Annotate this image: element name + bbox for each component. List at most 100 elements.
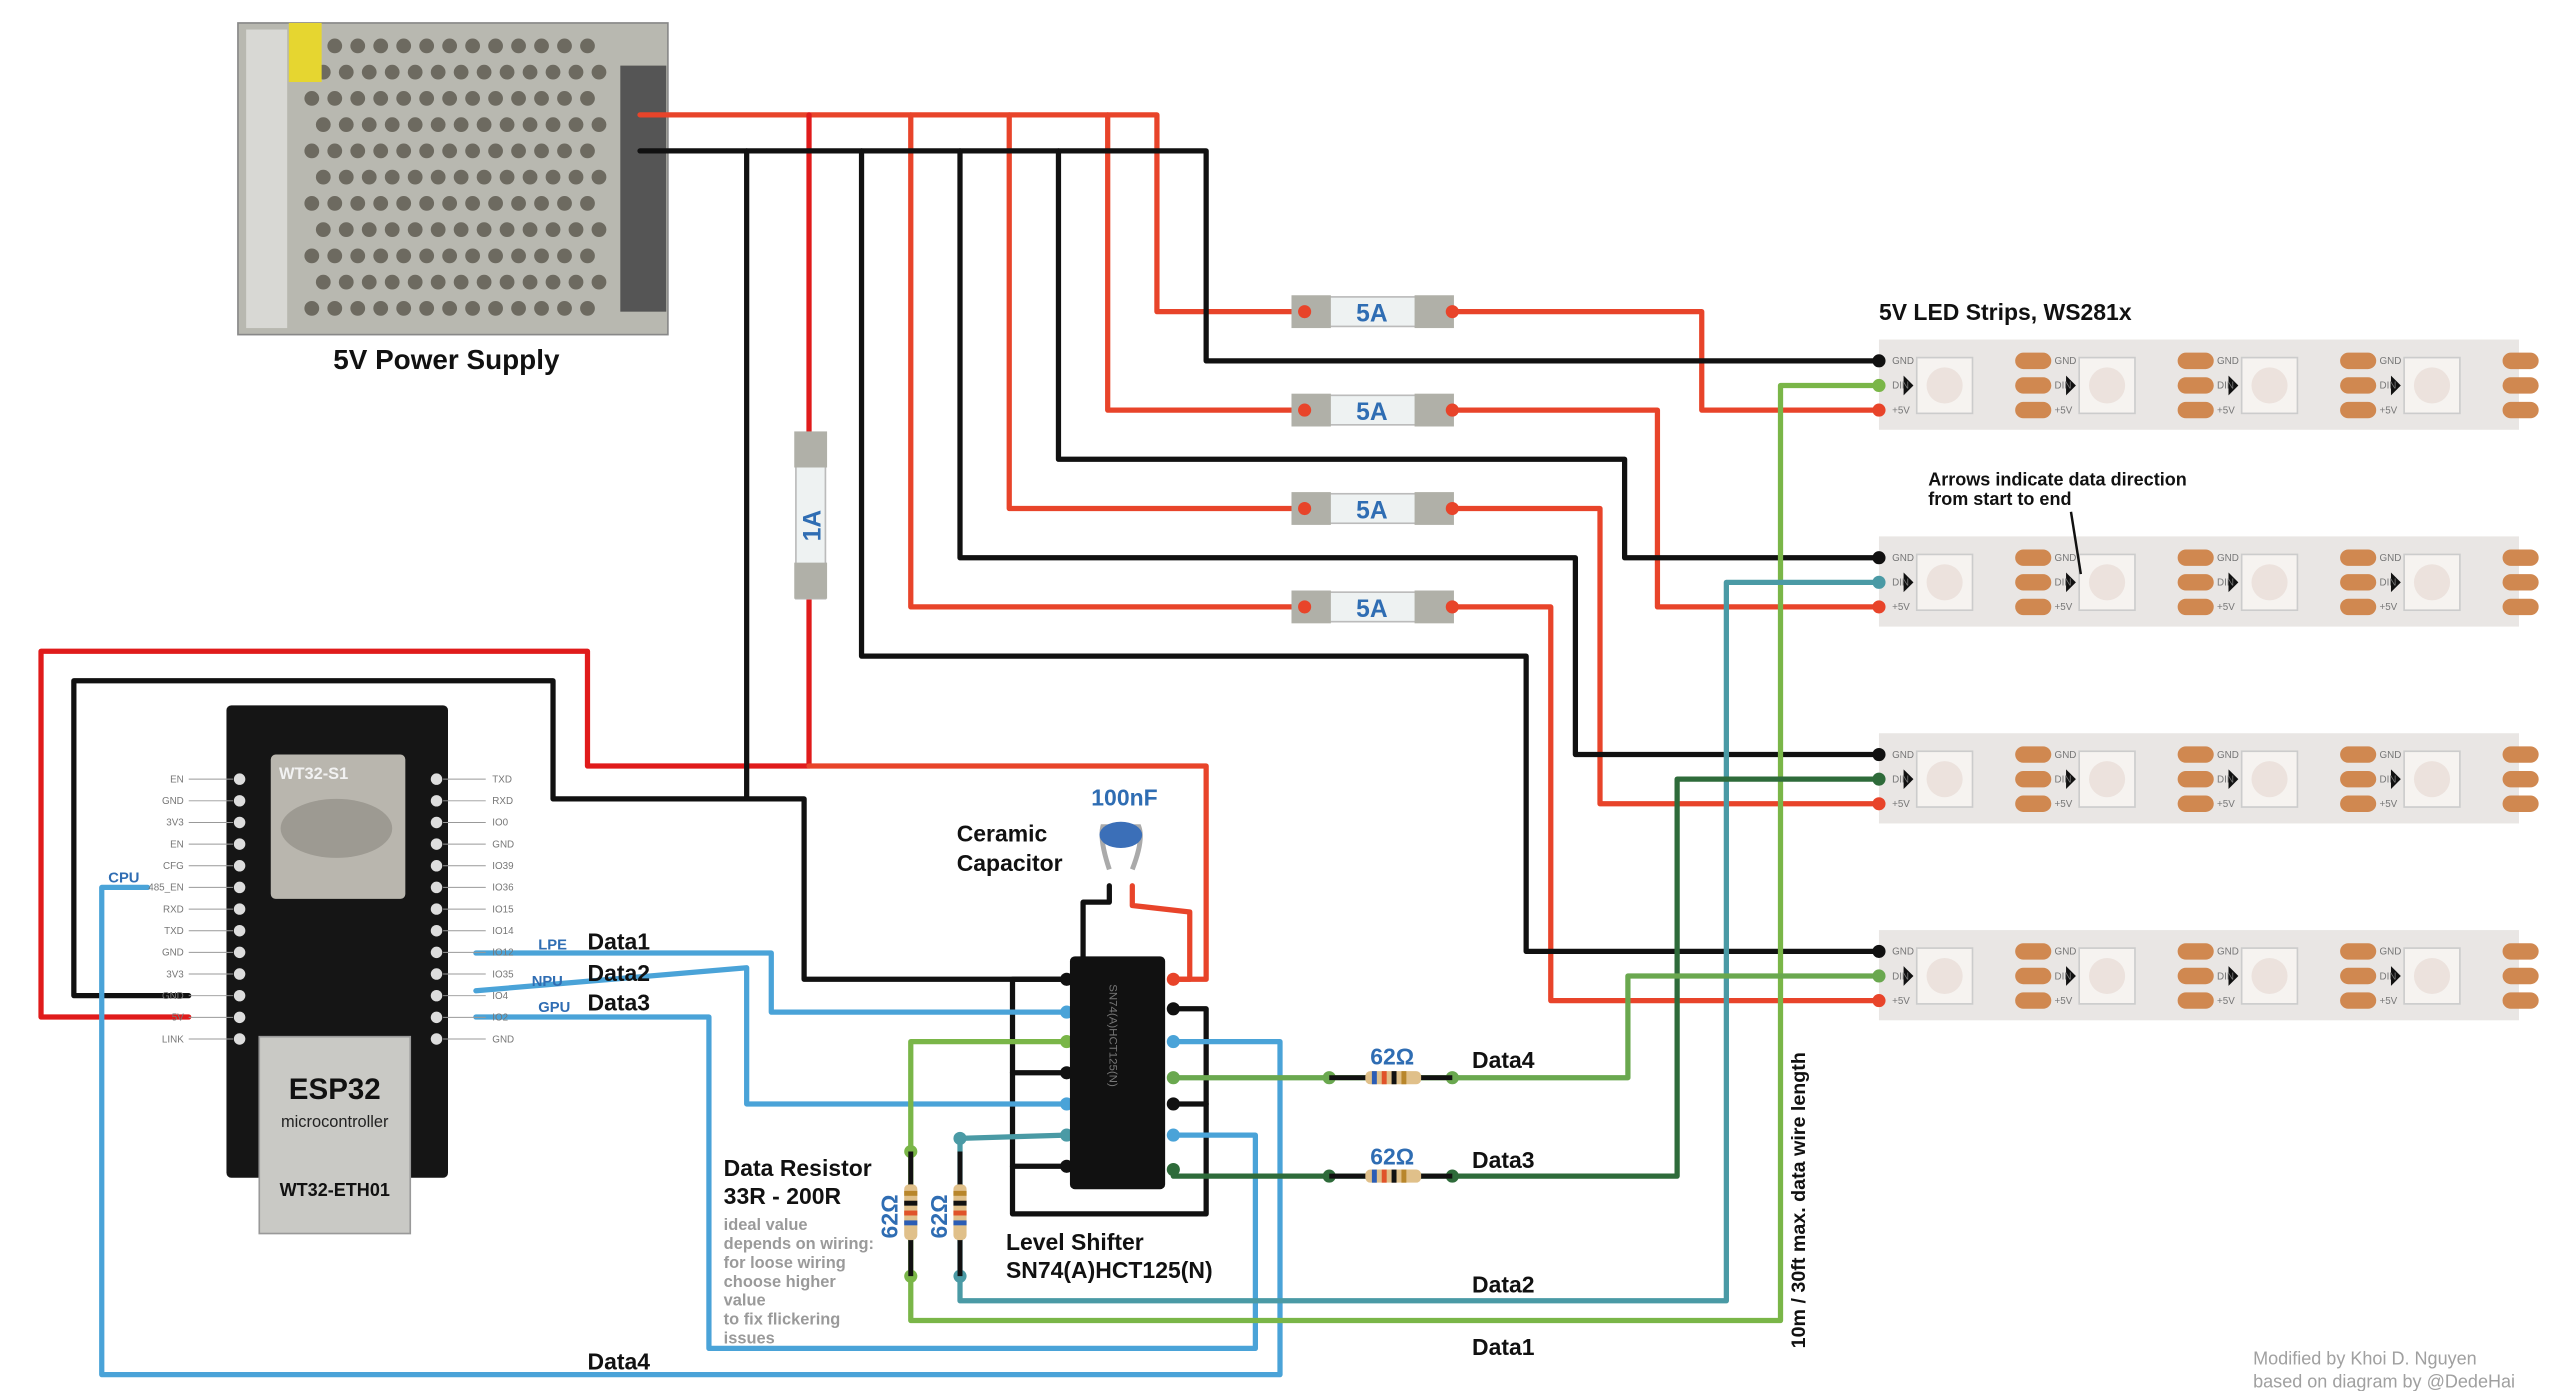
psu-vent-hole xyxy=(545,117,561,133)
psu-vent-hole xyxy=(327,38,343,54)
solder-pad xyxy=(2015,795,2052,812)
esp-left-pin-label: EN xyxy=(170,774,184,785)
psu-vent-hole xyxy=(488,91,503,106)
power-wire-capacitor xyxy=(1129,883,1193,982)
psu-vent-hole xyxy=(327,248,343,264)
resistor-note-line: value xyxy=(724,1292,766,1310)
esp32-subtitle: microcontroller xyxy=(281,1113,389,1131)
esp-right-pin-label: IO39 xyxy=(492,861,513,872)
psu-vent-hole xyxy=(384,169,400,185)
resistor-band xyxy=(904,1220,918,1226)
solder-pad xyxy=(2502,401,2539,419)
psu-vent-hole xyxy=(476,117,492,133)
solder-pad xyxy=(2502,352,2539,370)
level-shifter-ic: SN74(A)HCT125(N) xyxy=(1069,956,1166,1190)
wire-junction xyxy=(1322,1071,1336,1085)
resistor-note-line: ideal value xyxy=(724,1216,808,1234)
psu-vent-hole xyxy=(350,91,366,106)
psu-vent-hole xyxy=(511,301,526,316)
header-pin xyxy=(233,924,246,937)
fuse-cap xyxy=(794,562,828,599)
pad-label-din: DIN xyxy=(1892,774,1909,785)
pad-label-gnd: GND xyxy=(2379,947,2401,958)
solder-pad xyxy=(2340,352,2377,370)
esp-left-pin-label: LINK xyxy=(162,1034,184,1045)
wire-junction xyxy=(1166,1002,1180,1016)
esp-right-pin-label: GND xyxy=(492,839,514,850)
psu-vent-hole xyxy=(373,248,389,264)
led-lens xyxy=(2089,367,2126,404)
ground-wire-strip1 xyxy=(637,148,1882,364)
resistor-band xyxy=(904,1210,918,1216)
esp-left-pin-label: GND xyxy=(162,991,184,1002)
solder-pad xyxy=(2340,598,2377,616)
psu-vent-hole xyxy=(453,117,469,133)
psu-vent-hole xyxy=(373,301,389,316)
power-terminal xyxy=(1872,600,1886,614)
out-data1-wire xyxy=(908,382,1882,1324)
psu-vent-hole xyxy=(522,117,538,133)
pad-label-din: DIN xyxy=(2379,774,2396,785)
psu-vent-hole xyxy=(499,117,515,133)
fuse-1a-logic: 1A xyxy=(794,431,828,600)
psu-vent-hole xyxy=(442,248,458,264)
esp-data4-wire xyxy=(99,884,1283,1378)
pad-label-din: DIN xyxy=(2217,971,2234,982)
pad-label-gnd: GND xyxy=(1892,947,1914,958)
resistor-band xyxy=(953,1210,967,1216)
led-lens xyxy=(2089,957,2126,995)
data-direction-arrow-icon xyxy=(2066,572,2076,593)
psu-vent-hole xyxy=(442,196,458,211)
psu-vent-hole xyxy=(407,64,423,80)
capacitor-label1: Ceramic xyxy=(957,820,1048,846)
pad-label-gnd: GND xyxy=(2055,553,2077,564)
wire-junction xyxy=(1166,1162,1180,1177)
resistor-band xyxy=(1401,1071,1407,1085)
header-pin xyxy=(233,946,246,959)
resistor-note-line: depends on wiring: xyxy=(724,1235,874,1253)
solder-pad xyxy=(2177,598,2214,616)
resistor-band xyxy=(1401,1169,1407,1183)
solder-pad xyxy=(2340,401,2377,419)
psu-vent-hole xyxy=(511,143,526,159)
pad-label-din: DIN xyxy=(2055,774,2072,785)
psu-vent-hole xyxy=(580,91,595,106)
credit-line1: Modified by Khoi D. Nguyen xyxy=(2253,1349,2477,1369)
pad-label-din: DIN xyxy=(2379,381,2396,392)
led-strips-title: 5V LED Strips, WS281x xyxy=(1879,299,2132,325)
psu-vent-hole xyxy=(338,117,354,133)
data-resistor-title2: 33R - 200R xyxy=(724,1183,842,1209)
esp-left-pin-label: CFG xyxy=(163,861,184,872)
psu-vent-hole xyxy=(568,169,584,185)
header-pin xyxy=(233,1011,246,1024)
gnd-terminal xyxy=(1872,354,1886,368)
max-length-label: 10m / 30ft max. data wire length xyxy=(1788,1052,1810,1348)
data-direction-arrow-icon xyxy=(1903,966,1914,986)
cpu-tag: CPU xyxy=(108,871,139,887)
resistor-band xyxy=(1371,1169,1377,1183)
esp-data2-wire xyxy=(473,965,1070,1107)
led-lens xyxy=(1926,564,1963,601)
power-wire-strip3 xyxy=(1006,112,1882,807)
solder-pad xyxy=(2502,746,2539,763)
resistor-band xyxy=(1371,1071,1377,1085)
psu-vent-hole xyxy=(453,222,469,238)
pad-label-din: DIN xyxy=(1892,971,1909,982)
psu-vent-hole xyxy=(361,64,377,80)
header-pin xyxy=(233,881,246,894)
solder-pad xyxy=(2340,746,2377,763)
header-pin xyxy=(430,860,443,872)
esp-right-pin-label: IO15 xyxy=(492,904,514,915)
solder-pad xyxy=(2502,770,2539,788)
psu-vent-hole xyxy=(327,91,343,106)
psu-vent-hole xyxy=(419,38,435,54)
solder-pad xyxy=(2015,549,2052,566)
psu-vent-hole xyxy=(557,143,572,159)
psu-vent-hole xyxy=(511,196,526,211)
psu-vent-hole xyxy=(419,91,435,106)
solder-pad xyxy=(2015,992,2052,1009)
psu-vent-hole xyxy=(580,143,595,159)
esp-left-pin-label: 5V xyxy=(172,1013,184,1024)
psu-vent-hole xyxy=(407,274,423,290)
